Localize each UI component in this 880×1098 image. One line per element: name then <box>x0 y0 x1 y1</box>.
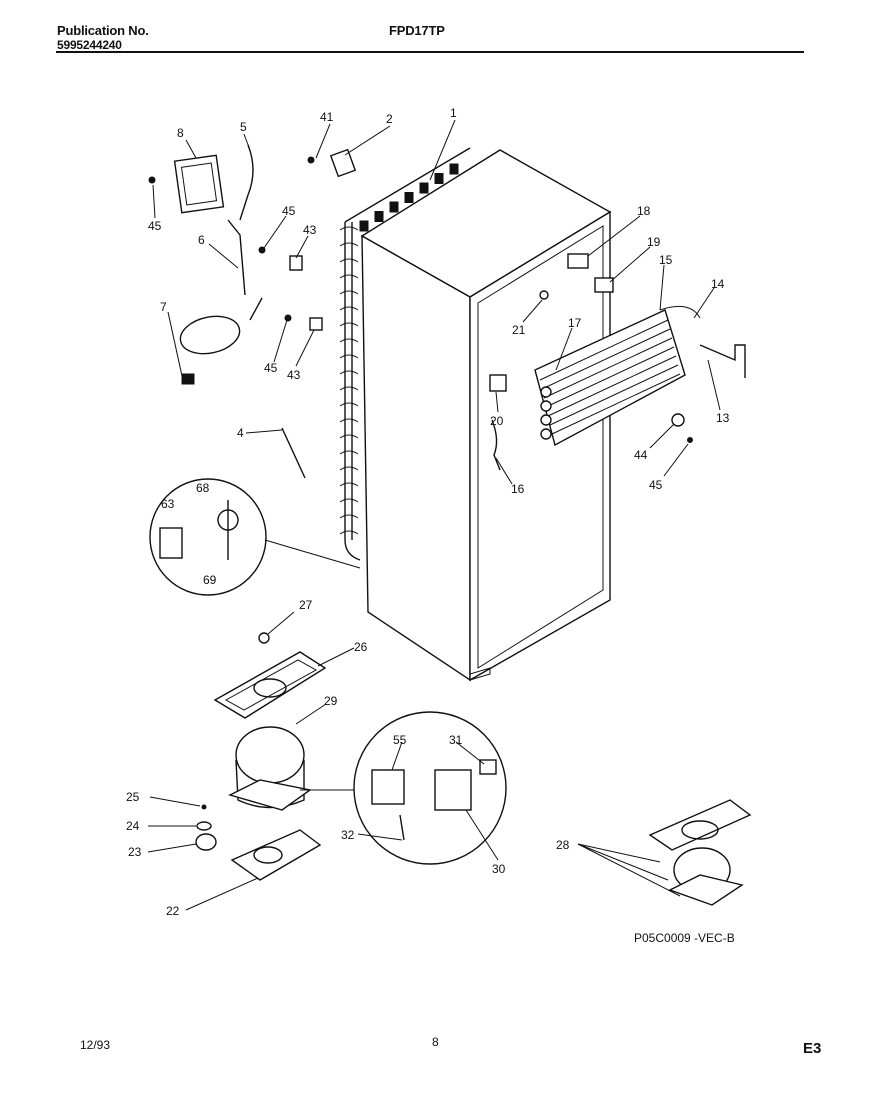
coil-top-rung <box>419 182 429 194</box>
evaporator-coil-drawing <box>534 305 701 447</box>
drawing-code: P05C0009 -VEC-B <box>634 931 735 945</box>
part-label-2: 2 <box>386 112 393 126</box>
coil-rung <box>339 258 359 263</box>
part-label-45-d: 45 <box>649 478 663 492</box>
coil-top-rung <box>434 173 444 184</box>
compressor-drawing <box>195 726 322 881</box>
footer-section-code: E3 <box>803 1040 822 1057</box>
coil-top-rung <box>404 192 414 203</box>
evaporator-tube-end <box>540 414 552 426</box>
part-label-16: 16 <box>511 482 525 496</box>
part-label-6: 6 <box>198 233 205 247</box>
part-label-20: 20 <box>490 414 504 428</box>
coil-rung <box>339 434 359 439</box>
part-label-7: 7 <box>160 300 167 314</box>
compressor-assembly-drawing <box>648 799 752 906</box>
part-number-labels: 1 2 41 5 8 45 6 45 43 7 45 43 4 18 19 15… <box>126 106 735 945</box>
part-label-26: 26 <box>354 640 368 654</box>
coil-rung <box>339 514 359 519</box>
coil-rung <box>339 530 359 535</box>
part-label-15: 15 <box>659 253 673 267</box>
publication-label: Publication No. <box>57 23 149 38</box>
part-label-23: 23 <box>128 845 142 859</box>
footer-date: 12/93 <box>80 1038 111 1052</box>
part-label-17: 17 <box>568 316 582 330</box>
part-label-25: 25 <box>126 790 140 804</box>
part-label-24: 24 <box>126 819 140 833</box>
coil-rung <box>339 466 359 471</box>
footer-page-number: 8 <box>432 1035 439 1049</box>
evaporator-fin <box>541 328 671 390</box>
part-label-31: 31 <box>449 733 463 747</box>
evaporator-fin <box>539 319 669 381</box>
part-label-44: 44 <box>634 448 648 462</box>
cabinet-drawing <box>360 149 612 682</box>
part-label-8: 8 <box>177 126 184 140</box>
part-label-22: 22 <box>166 904 180 918</box>
part-label-55: 55 <box>393 733 407 747</box>
part-label-45-a: 45 <box>148 219 162 233</box>
coil-rung <box>339 418 359 423</box>
evaporator-fin <box>545 346 675 408</box>
coil-rung <box>339 402 359 407</box>
coil-rung <box>339 370 359 375</box>
publication-number: 5995244240 <box>57 38 122 52</box>
part-label-69: 69 <box>203 573 217 587</box>
part-label-45-b: 45 <box>282 204 296 218</box>
part-label-43-b: 43 <box>287 368 301 382</box>
coil-rung <box>339 354 359 359</box>
part-label-21: 21 <box>512 323 526 337</box>
part-label-29: 29 <box>324 694 338 708</box>
part-label-68: 68 <box>196 481 210 495</box>
coil-top-rung <box>374 211 384 222</box>
evaporator-fin <box>547 355 677 417</box>
coil-rung <box>339 386 359 391</box>
model-number: FPD17TP <box>389 23 445 38</box>
condenser-coil-drawing <box>339 147 471 561</box>
part-label-13: 13 <box>716 411 730 425</box>
part-label-41: 41 <box>320 110 334 124</box>
detail-circle-relay <box>300 711 507 865</box>
coil-rung <box>339 498 359 503</box>
evaporator-tube-end <box>540 428 552 440</box>
part-label-63: 63 <box>161 497 175 511</box>
part-label-14: 14 <box>711 277 725 291</box>
part-label-5: 5 <box>240 120 247 134</box>
part-label-27: 27 <box>299 598 313 612</box>
evaporator-fin <box>551 373 681 435</box>
coil-rung <box>339 274 359 279</box>
evaporator-tube-end <box>540 386 552 398</box>
detail-circle-overload <box>149 478 361 596</box>
header-rule <box>56 51 804 53</box>
part-label-18: 18 <box>637 204 651 218</box>
coil-rung <box>339 306 359 311</box>
coil-top-rung <box>449 163 459 175</box>
evaporator-fin <box>543 337 673 399</box>
evaporator-fin <box>549 364 679 426</box>
coil-rung <box>339 450 359 455</box>
coil-top-rung <box>389 201 399 213</box>
leader-lines <box>147 119 721 911</box>
coil-rung <box>339 290 359 295</box>
part-label-4: 4 <box>237 426 244 440</box>
coil-rung <box>339 482 359 487</box>
part-label-28: 28 <box>556 838 570 852</box>
part-label-43-a: 43 <box>303 223 317 237</box>
coil-rung <box>339 322 359 327</box>
coil-rung <box>339 226 359 231</box>
small-parts-drawing <box>148 144 746 479</box>
part-label-45-c: 45 <box>264 361 278 375</box>
drain-pan-drawing <box>213 632 327 719</box>
coil-rung <box>339 338 359 343</box>
coil-rung <box>339 242 359 247</box>
coil-top-rung <box>359 220 369 232</box>
evaporator-tube-end <box>540 400 552 412</box>
part-label-32: 32 <box>341 828 355 842</box>
part-label-30: 30 <box>492 862 506 876</box>
part-label-1: 1 <box>450 106 457 120</box>
part-label-19: 19 <box>647 235 661 249</box>
